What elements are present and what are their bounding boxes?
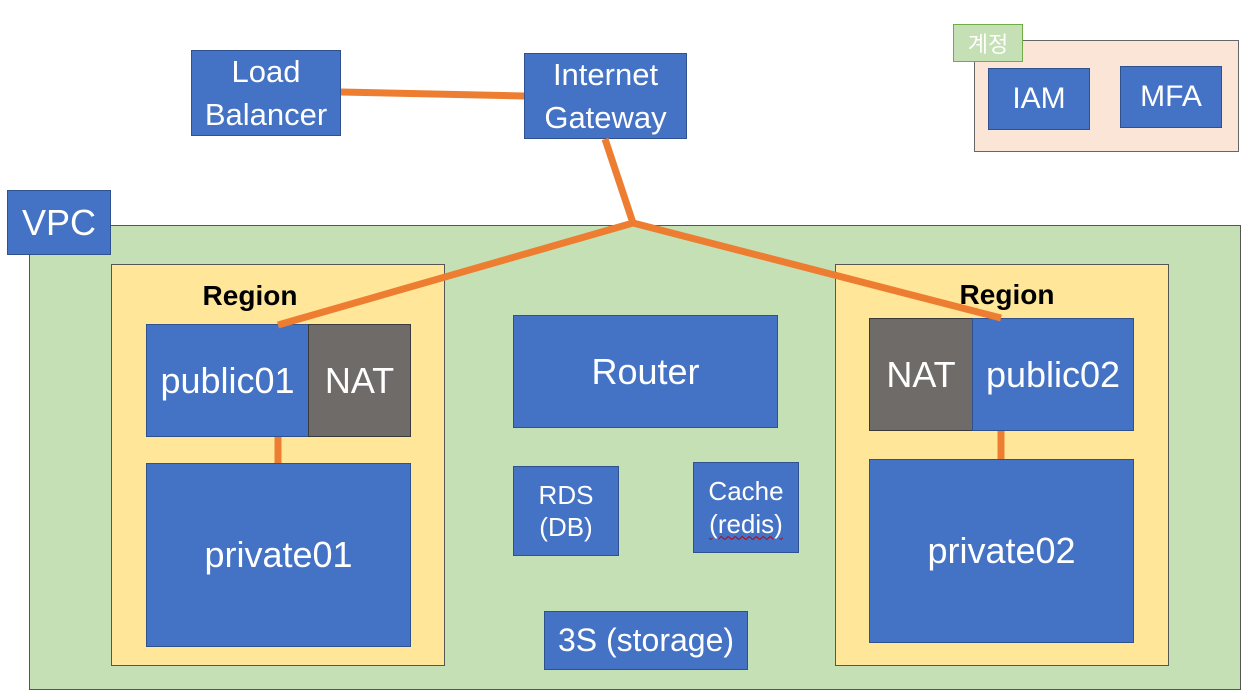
cache-box: Cache (redis) bbox=[693, 462, 799, 553]
lb-igw-connector bbox=[340, 88, 525, 100]
public02-subnet: public02 bbox=[972, 318, 1134, 431]
storage-box: 3S (storage) bbox=[544, 611, 748, 670]
router-box: Router bbox=[513, 315, 778, 428]
mfa-box: MFA bbox=[1120, 66, 1222, 128]
vpc-label: VPC bbox=[7, 190, 111, 255]
account-tag: 계정 bbox=[953, 24, 1023, 62]
nat-gateway-left: NAT bbox=[308, 324, 411, 437]
nat-gateway-right: NAT bbox=[869, 318, 973, 431]
public01-subnet: public01 bbox=[146, 324, 309, 437]
cache-label: Cache bbox=[708, 476, 784, 506]
load-balancer-box: Load Balancer bbox=[191, 50, 341, 136]
private01-subnet: private01 bbox=[146, 463, 411, 647]
region-left-title: Region bbox=[202, 280, 298, 311]
rds-box: RDS (DB) bbox=[513, 466, 619, 556]
private02-subnet: private02 bbox=[869, 459, 1134, 643]
iam-box: IAM bbox=[988, 68, 1090, 130]
junction-public02-connector bbox=[632, 219, 1002, 322]
internet-gateway-box: Internet Gateway bbox=[524, 53, 687, 139]
igw-junction-connector bbox=[601, 137, 637, 225]
region-right-title: Region bbox=[959, 279, 1055, 310]
cache-redis-label: (redis) bbox=[709, 508, 783, 539]
junction-public01-connector bbox=[277, 219, 634, 329]
